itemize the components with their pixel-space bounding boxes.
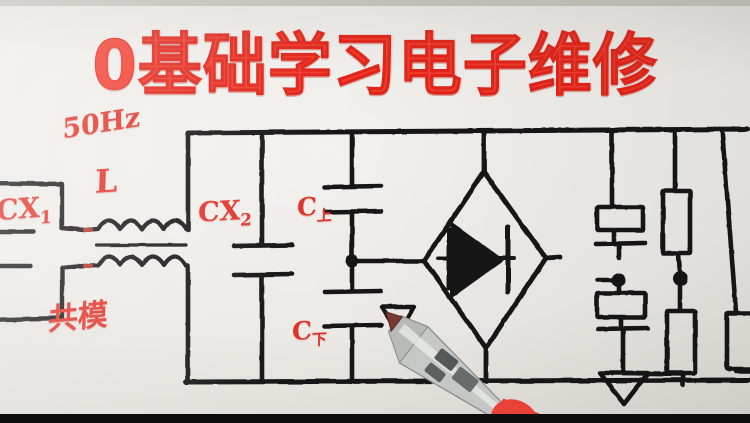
resistor-r3 (660, 188, 693, 256)
common-mode-choke (81, 218, 189, 269)
annotation-cx2-main: CX (197, 195, 242, 229)
resistor-r1 (594, 204, 646, 233)
annotation-c-upper-sub: 上 (316, 206, 332, 225)
annotation-cx2: CX2 (197, 195, 253, 232)
page-title: 0基础学习电子维修 (92, 27, 658, 106)
annotation-cx1-sub: 1 (39, 207, 53, 229)
annotation-c-lower-sub: 下 (311, 330, 327, 349)
rbm-ground-wire (621, 370, 687, 377)
rbf-lead (719, 126, 739, 315)
bottom-rail (183, 377, 750, 385)
x-capacitor-cx2 (231, 130, 295, 385)
photo-bottom-letterbox (0, 414, 750, 423)
y-capacitor-lower (322, 259, 384, 385)
x-capacitor-cx1 (0, 180, 87, 322)
cdn-top-plate (322, 288, 384, 295)
resistor-r4 (664, 308, 698, 376)
junction-dot (672, 271, 688, 287)
ground-symbol-left (379, 304, 417, 337)
cup-top-plate (322, 183, 384, 190)
left-frame-upper (183, 130, 191, 233)
annotation-c-upper: C上 (297, 191, 332, 227)
left-frame-lower (183, 262, 191, 385)
annotation-c-lower-main: C (291, 315, 313, 346)
annotation-c-upper-main: C (296, 191, 318, 222)
cx2-top-plate (231, 242, 295, 249)
annotation-cx2-sub: 2 (239, 208, 253, 230)
resistor-r2 (594, 290, 648, 320)
capacitor-c1-plate-top (593, 240, 648, 247)
right-branch-far (719, 126, 750, 374)
top-rail (185, 126, 750, 136)
annotation-common-mode: 共模 (47, 297, 109, 338)
photo-top-letterbox (0, 0, 750, 6)
junction-dots (345, 254, 688, 287)
annotation-cx1-main: CX (0, 190, 41, 228)
bridge-diode-symbol (436, 222, 516, 298)
bridge-right-lead (543, 254, 563, 261)
right-branch-middle (621, 127, 698, 388)
y-capacitor-upper (322, 130, 384, 263)
junction-dot (345, 254, 359, 268)
ground-symbol-right (597, 370, 651, 407)
annotation-cx1: CX1 (0, 190, 52, 232)
resistor-r5 (724, 310, 750, 372)
junction-dot (611, 273, 625, 287)
annotation-inductor-L: L (94, 161, 119, 201)
annotation-c-lower: C下 (292, 315, 327, 351)
right-branch-left (593, 128, 651, 407)
